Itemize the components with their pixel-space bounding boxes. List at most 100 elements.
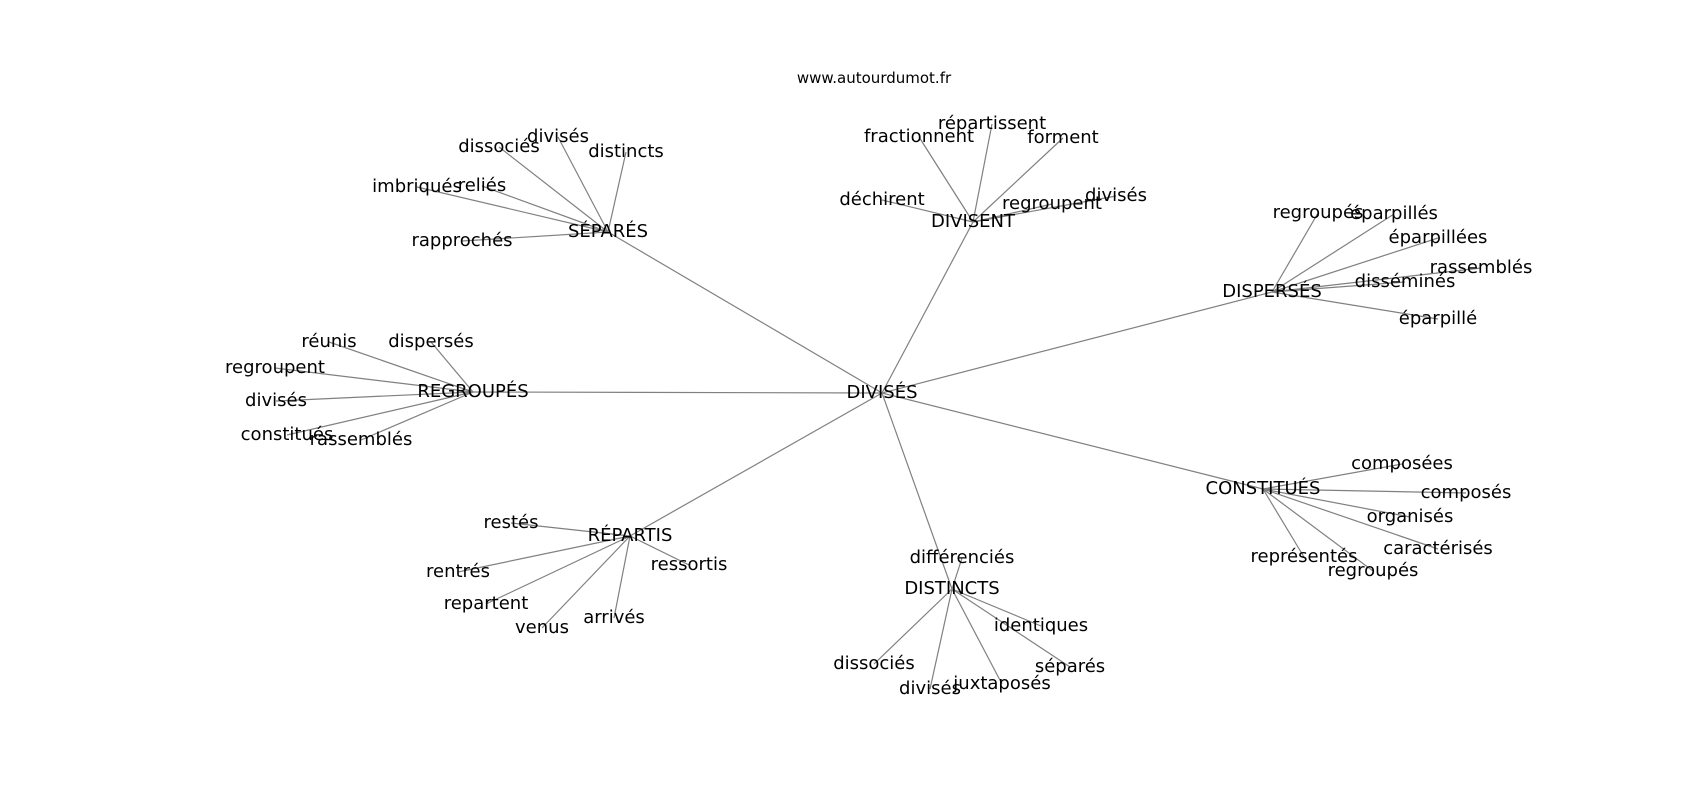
leaf-word[interactable]: regroupés xyxy=(1328,560,1419,581)
leaf-word[interactable]: identiques xyxy=(994,615,1088,636)
hub-word[interactable]: DIVISENT xyxy=(931,211,1016,232)
leaf-word[interactable]: organisés xyxy=(1367,506,1454,527)
edge-center-hub xyxy=(472,391,883,394)
leaf-word[interactable]: regroupés xyxy=(1273,202,1364,223)
leaf-word[interactable]: rentrés xyxy=(426,561,490,582)
edge-hub-word xyxy=(972,123,993,223)
leaf-word[interactable]: représentés xyxy=(1251,546,1358,567)
leaf-word[interactable]: reliés xyxy=(458,175,507,196)
edge-center-hub xyxy=(607,231,883,394)
edge-hub-word xyxy=(613,535,631,619)
leaf-word[interactable]: composées xyxy=(1351,453,1453,474)
leaf-word[interactable]: distincts xyxy=(588,141,664,162)
edge-hub-word xyxy=(274,367,474,393)
edge-hub-word xyxy=(498,146,609,233)
edge-hub-word xyxy=(951,588,1003,685)
leaf-word[interactable]: rassemblés xyxy=(1430,257,1533,278)
leaf-word[interactable]: constitués xyxy=(241,424,334,445)
edge-hub-word xyxy=(286,391,474,436)
leaf-word[interactable]: composés xyxy=(1421,482,1512,503)
edge-hub-word xyxy=(1271,237,1439,293)
edge-hub-word xyxy=(461,231,609,242)
hub-word[interactable]: REGROUPÉS xyxy=(417,380,528,402)
labels-layer: DIVISÉSSÉPARÉSdissociésdivisésdistinctsi… xyxy=(225,113,1532,699)
leaf-word[interactable]: repartent xyxy=(444,593,529,614)
hub-word[interactable]: DISPERSÉS xyxy=(1222,280,1322,302)
edge-hub-word xyxy=(918,136,974,223)
leaf-word[interactable]: ressortis xyxy=(651,554,728,575)
edge-hub-word xyxy=(1271,291,1439,320)
site-url: www.autourdumot.fr xyxy=(797,69,952,87)
edge-hub-word xyxy=(485,535,631,605)
leaf-word[interactable]: séparés xyxy=(1035,656,1105,677)
edge-center-hub xyxy=(881,392,1264,490)
center-word[interactable]: DIVISÉS xyxy=(846,381,917,403)
edge-hub-word xyxy=(360,391,474,441)
edge-hub-word xyxy=(951,588,1071,668)
leaf-word[interactable]: fractionnent xyxy=(864,126,974,147)
edge-center-hub xyxy=(881,291,1273,394)
leaf-word[interactable]: dispersés xyxy=(388,331,474,352)
edge-hub-word xyxy=(1262,488,1305,558)
edges-layer xyxy=(274,123,1482,690)
leaf-word[interactable]: réunis xyxy=(301,331,356,352)
leaf-word[interactable]: éparpillés xyxy=(1350,203,1438,224)
edge-hub-word xyxy=(457,535,631,573)
leaf-word[interactable]: disséminés xyxy=(1355,271,1456,292)
leaf-word[interactable]: rassemblés xyxy=(310,429,413,450)
edge-hub-word xyxy=(481,185,609,233)
edge-hub-word xyxy=(1262,463,1403,490)
edge-hub-word xyxy=(416,186,609,233)
edge-hub-word xyxy=(972,137,1064,223)
leaf-word[interactable]: juxtaposés xyxy=(952,673,1050,694)
edge-hub-word xyxy=(1271,212,1319,293)
edge-hub-word xyxy=(951,557,963,590)
edge-hub-word xyxy=(929,588,953,690)
edge-hub-word xyxy=(629,535,690,566)
leaf-word[interactable]: divisés xyxy=(245,390,307,411)
edge-center-hub xyxy=(881,392,953,590)
hub-word[interactable]: SÉPARÉS xyxy=(568,220,648,242)
edge-hub-word xyxy=(1262,488,1439,550)
edge-hub-word xyxy=(1262,488,1411,518)
leaf-word[interactable]: rapprochés xyxy=(411,230,512,251)
leaf-word[interactable]: éparpillé xyxy=(1399,308,1477,329)
edge-center-hub xyxy=(881,221,974,394)
leaf-word[interactable]: éparpillées xyxy=(1389,227,1488,248)
edge-hub-word xyxy=(510,522,631,537)
leaf-word[interactable]: divisés xyxy=(527,126,589,147)
edge-hub-word xyxy=(1262,488,1374,572)
leaf-word[interactable]: imbriqués xyxy=(372,176,462,197)
leaf-word[interactable]: venus xyxy=(515,617,569,638)
edge-hub-word xyxy=(951,588,1042,627)
leaf-word[interactable]: divisés xyxy=(1085,185,1147,206)
leaf-word[interactable]: répartissent xyxy=(938,113,1046,134)
edge-hub-word xyxy=(1271,213,1395,293)
hub-word[interactable]: RÉPARTIS xyxy=(588,524,673,546)
edge-hub-word xyxy=(541,535,631,629)
edge-hub-word xyxy=(607,151,627,233)
edge-center-hub xyxy=(629,392,883,537)
leaf-word[interactable]: restés xyxy=(484,512,539,533)
leaf-word[interactable]: forment xyxy=(1027,127,1099,148)
leaf-word[interactable]: divisés xyxy=(899,678,961,699)
leaf-word[interactable]: dissociés xyxy=(458,136,540,157)
leaf-word[interactable]: regroupent xyxy=(1002,193,1102,214)
edge-hub-word xyxy=(873,588,953,665)
hub-word[interactable]: DISTINCTS xyxy=(904,578,999,599)
leaf-word[interactable]: différenciés xyxy=(910,547,1015,568)
leaf-word[interactable]: arrivés xyxy=(583,607,645,628)
leaf-word[interactable]: regroupent xyxy=(225,357,325,378)
edge-hub-word xyxy=(972,195,1117,223)
leaf-word[interactable]: dissociés xyxy=(833,653,915,674)
edge-hub-word xyxy=(275,391,474,402)
leaf-word[interactable]: déchirent xyxy=(839,189,924,210)
edge-hub-word xyxy=(1271,281,1406,293)
hub-word[interactable]: CONSTITUÉS xyxy=(1206,477,1321,499)
leaf-word[interactable]: caractérisés xyxy=(1383,538,1493,559)
edge-hub-word xyxy=(1262,488,1467,494)
edge-hub-word xyxy=(1271,267,1482,293)
edge-hub-word xyxy=(881,199,974,223)
edge-hub-word xyxy=(328,341,474,393)
